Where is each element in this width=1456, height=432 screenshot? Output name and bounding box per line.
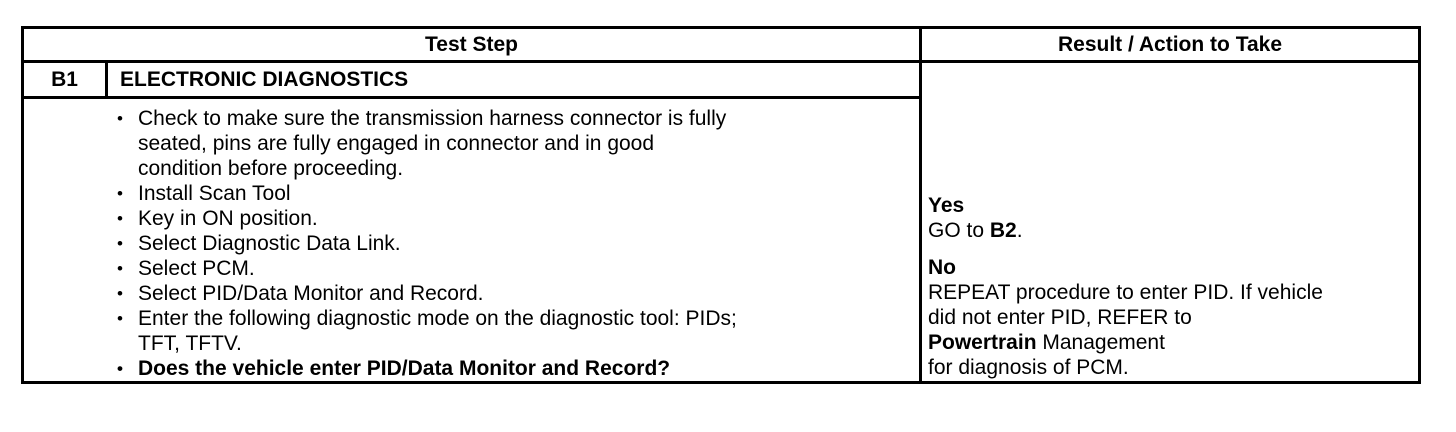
bullet-icon: • (117, 284, 123, 303)
bullet-icon: • (117, 234, 123, 253)
bullet-item: •Select PID/Data Monitor and Record. (117, 282, 484, 305)
bullet-item: •Check to make sure the transmission har… (117, 107, 727, 180)
bullet-item: •Install Scan Tool (117, 182, 291, 205)
bullet-list: •Check to make sure the transmission har… (24, 106, 919, 381)
step-title-cell: ELECTRONIC DIAGNOSTICS (108, 63, 922, 99)
bullet-item: •Does the vehicle enter PID/Data Monitor… (117, 357, 671, 380)
header-label-test-step: Test Step (425, 32, 518, 56)
bullet-icon: • (117, 209, 123, 228)
test-step-body-cell: •Check to make sure the transmission har… (24, 99, 922, 381)
step-id-cell: B1 (24, 63, 108, 99)
step-title-label: ELECTRONIC DIAGNOSTICS (120, 67, 409, 91)
header-label-result: Result / Action to Take (1057, 32, 1283, 56)
header-cell-result: Result / Action to Take (922, 29, 1418, 63)
bullet-item: •Key in ON position. (117, 207, 318, 230)
bullet-icon: • (117, 109, 123, 128)
bullet-item: •Select PCM. (117, 257, 255, 280)
bullet-icon: • (117, 184, 123, 203)
diagnostic-procedure-table: Test Step Result / Action to Take B1 ELE… (21, 26, 1421, 384)
step-id-label: B1 (51, 67, 78, 91)
bullet-item: •Enter the following diagnostic mode on … (117, 307, 737, 355)
bullet-icon: • (117, 259, 123, 278)
bullet-item: •Select Diagnostic Data Link. (117, 232, 401, 255)
bullet-icon: • (117, 359, 123, 378)
bullet-icon: • (117, 309, 123, 328)
header-cell-test-step: Test Step (24, 29, 922, 63)
